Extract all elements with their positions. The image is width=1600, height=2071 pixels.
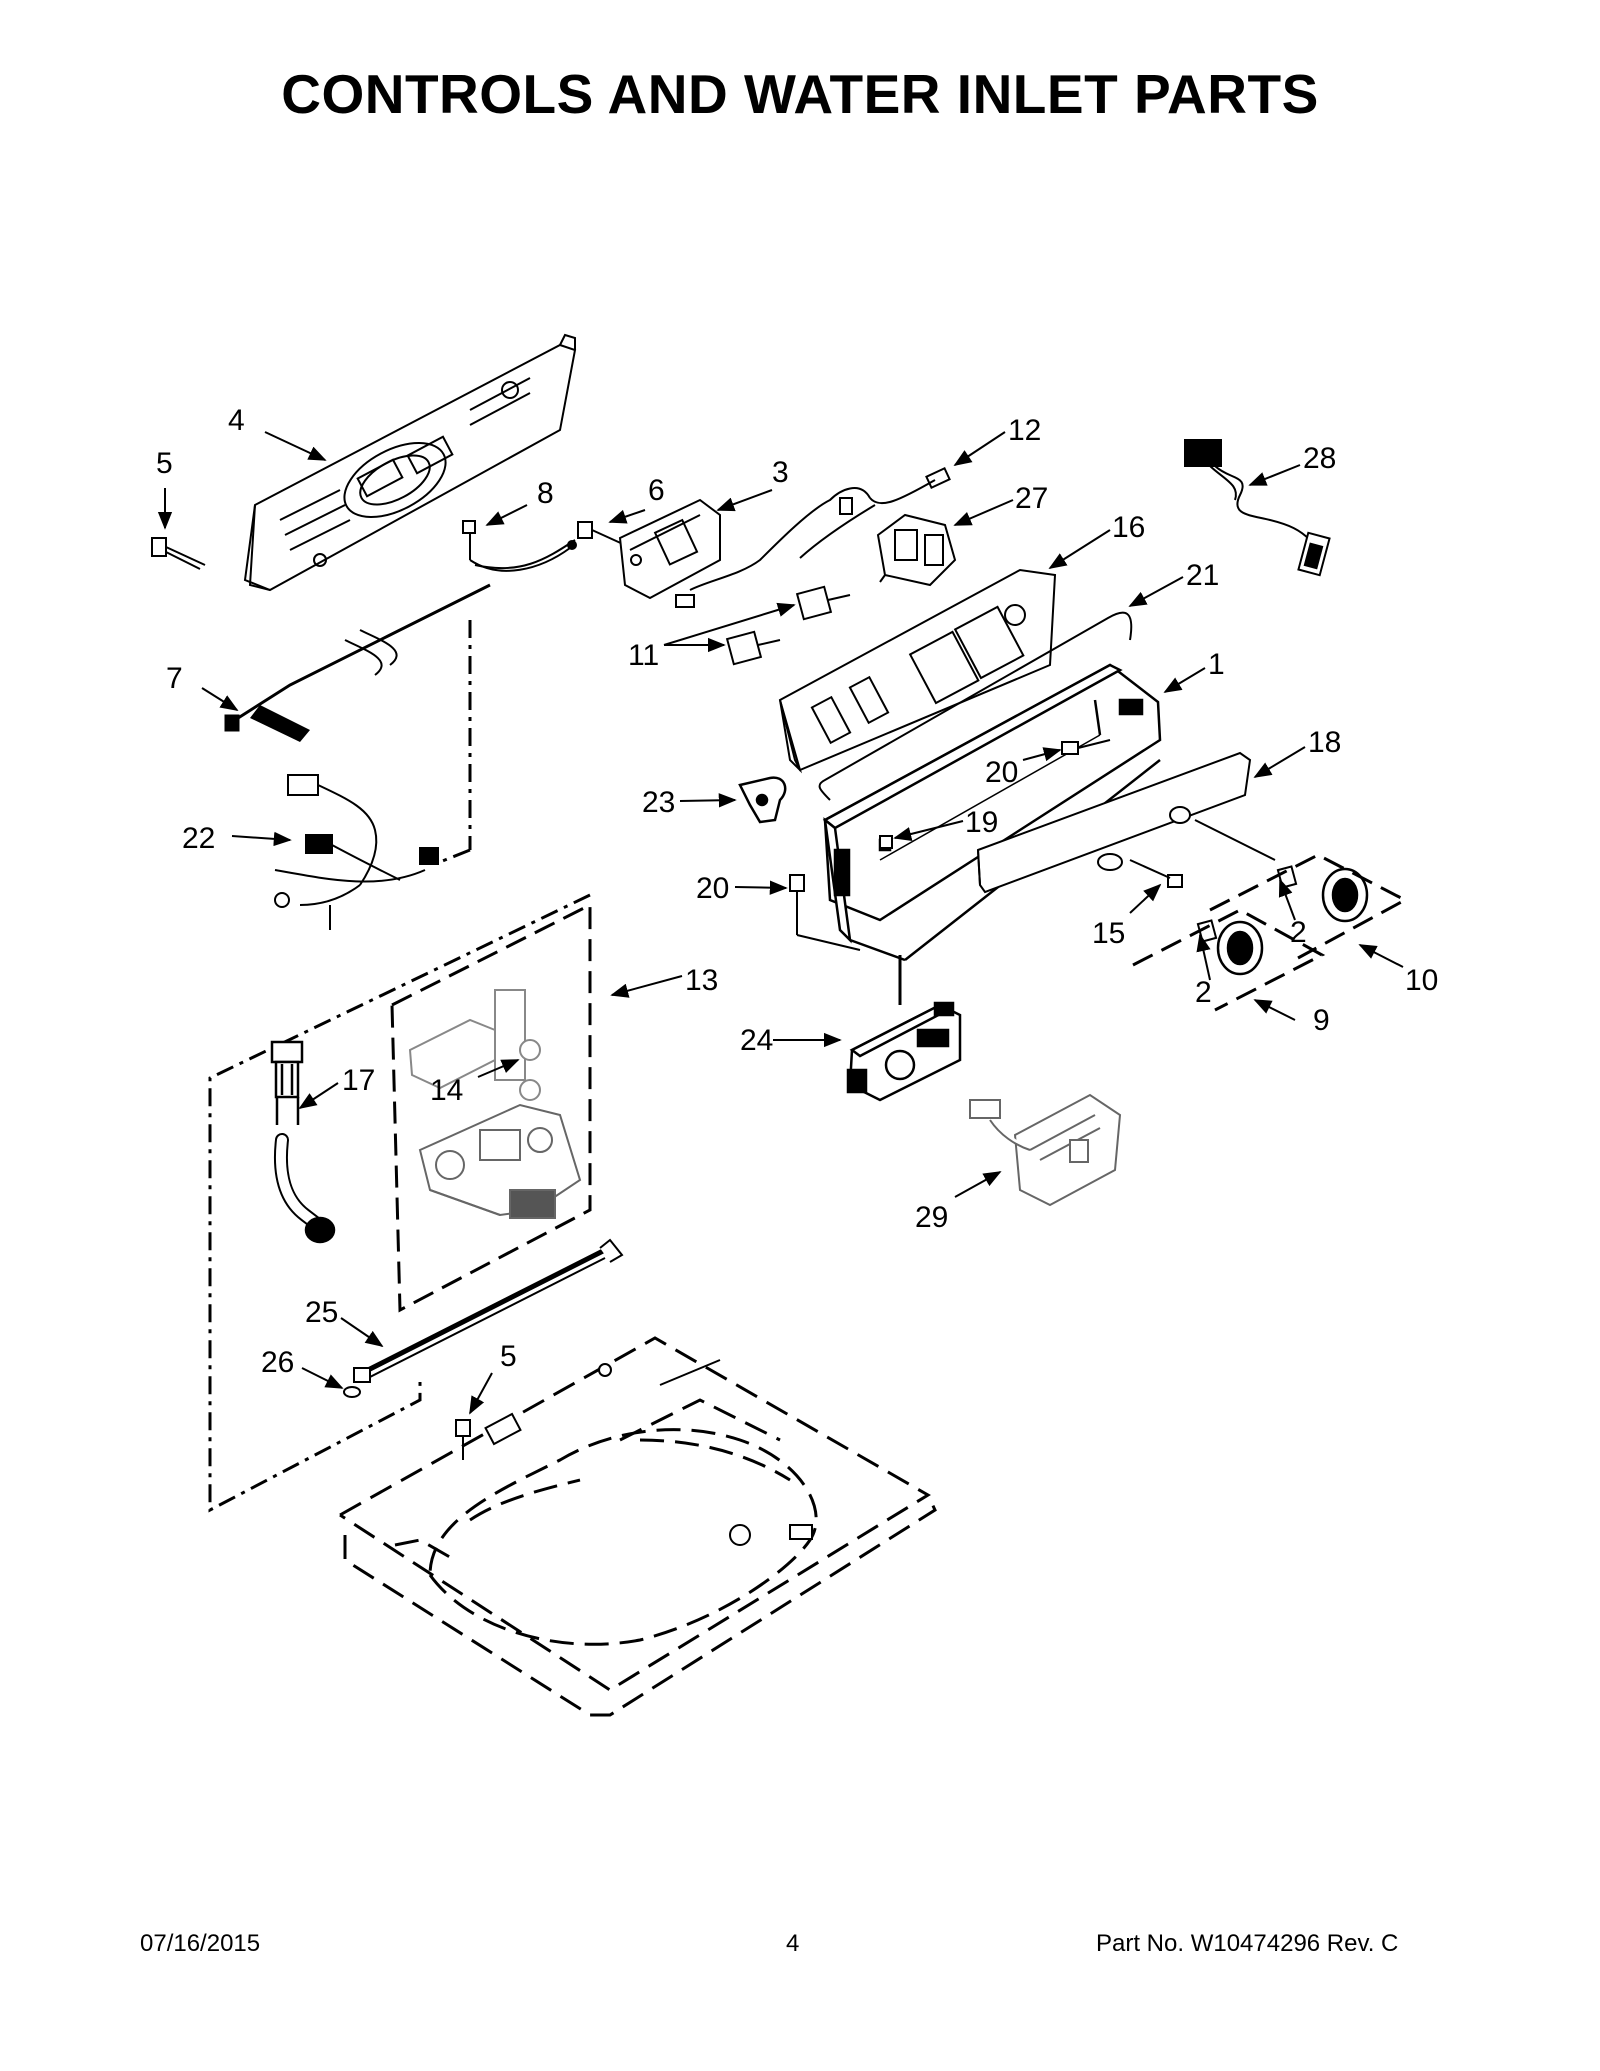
part-20-screw-lower: [789, 874, 861, 951]
part-7-power-cord: [224, 583, 491, 742]
part-25-fill-tube: [366, 1238, 624, 1379]
callout-27: 27: [1015, 482, 1048, 515]
callout-21: 21: [1186, 559, 1219, 592]
callout-28: 28: [1303, 442, 1336, 475]
part-10-knob: [1321, 867, 1369, 923]
callout-25: 25: [305, 1296, 338, 1329]
footer-part-number: Part No. W10474296 Rev. C: [1096, 1930, 1399, 1957]
callout-3: 3: [772, 456, 789, 489]
page-title: CONTROLS AND WATER INLET PARTS: [281, 63, 1319, 125]
part-5-screw-top: [151, 537, 206, 570]
callout-15: 15: [1092, 917, 1125, 950]
part-28-wire-harness: [1184, 439, 1331, 577]
part-18-overlay: [976, 751, 1252, 894]
cabinet-top-dashed: [339, 1336, 937, 1717]
inlet-dashed-boundary: [208, 893, 591, 1513]
part-6-screw: [577, 521, 626, 546]
part-17-hose: [270, 1040, 336, 1244]
part-21-rod: [818, 611, 1133, 801]
part-19-clip: [879, 835, 893, 849]
callout-8: 8: [537, 477, 554, 510]
callout-16: 16: [1112, 511, 1145, 544]
callout-9: 9: [1313, 1004, 1330, 1037]
footer-date: 07/16/2015: [140, 1930, 261, 1957]
footer-page-number: 4: [786, 1930, 800, 1957]
callout-7: 7: [166, 662, 183, 695]
callout-26: 26: [261, 1346, 294, 1379]
part-12-wire-harness: [675, 467, 951, 608]
part-23-clip: [738, 776, 787, 824]
callout-6: 6: [648, 474, 665, 507]
part-13-dashed-boundary: [390, 902, 592, 1313]
part-27-bracket: [876, 513, 957, 587]
callout-14: 14: [430, 1074, 463, 1107]
part-14-valve-assembly: [408, 989, 541, 1101]
callout-19: 19: [965, 806, 998, 839]
callout-5-top: 5: [156, 447, 173, 480]
callout-29: 29: [915, 1201, 948, 1234]
callout-11: 11: [628, 639, 659, 672]
callout-10: 10: [1405, 964, 1438, 997]
part-22-wire-harness: [274, 774, 439, 930]
knob-10-leader: [1194, 819, 1276, 861]
callout-17: 17: [342, 1064, 375, 1097]
callout-12: 12: [1008, 414, 1041, 447]
harness-leader-lines: [439, 620, 472, 864]
callout-5-bottom: 5: [500, 1340, 517, 1373]
part-5-screw-bottom: [455, 1419, 471, 1460]
part-15-screw: [1129, 859, 1183, 888]
callout-leaders: [157, 431, 1404, 1415]
cabinet-top-details: [484, 1359, 813, 1546]
part-16-console-panel: [778, 568, 1057, 774]
part-26-clamp: [343, 1367, 371, 1398]
part-11-switches: [725, 585, 851, 666]
callout-24: 24: [740, 1024, 773, 1057]
callout-labels: 1 2 2 3 4 5 5 6 7 8 9 10 11 12 13 14 15 …: [156, 404, 1438, 1379]
callout-20-upper: 20: [985, 756, 1018, 789]
part-3-electronic-board: [618, 498, 721, 600]
callout-22: 22: [182, 822, 215, 855]
callout-18: 18: [1308, 726, 1341, 759]
part-8-harness-clip: [462, 520, 577, 572]
callout-23: 23: [642, 786, 675, 819]
callout-1: 1: [1208, 648, 1225, 681]
part-24-control-module: [846, 1001, 962, 1102]
callout-20-lower: 20: [696, 872, 729, 905]
callout-2-right: 2: [1290, 916, 1307, 949]
part-9-knob: [1216, 920, 1264, 976]
part-29-board: [969, 1093, 1122, 1207]
part-4-control-panel-bracket: [243, 333, 577, 592]
part-13-inlet-valve: [418, 1103, 582, 1219]
callout-4: 4: [228, 404, 245, 437]
callout-13: 13: [685, 964, 718, 997]
part-20-screw-upper: [1061, 739, 1111, 755]
knob-dashed-boundaries: [1132, 853, 1409, 1012]
callout-2-left: 2: [1195, 976, 1212, 1009]
